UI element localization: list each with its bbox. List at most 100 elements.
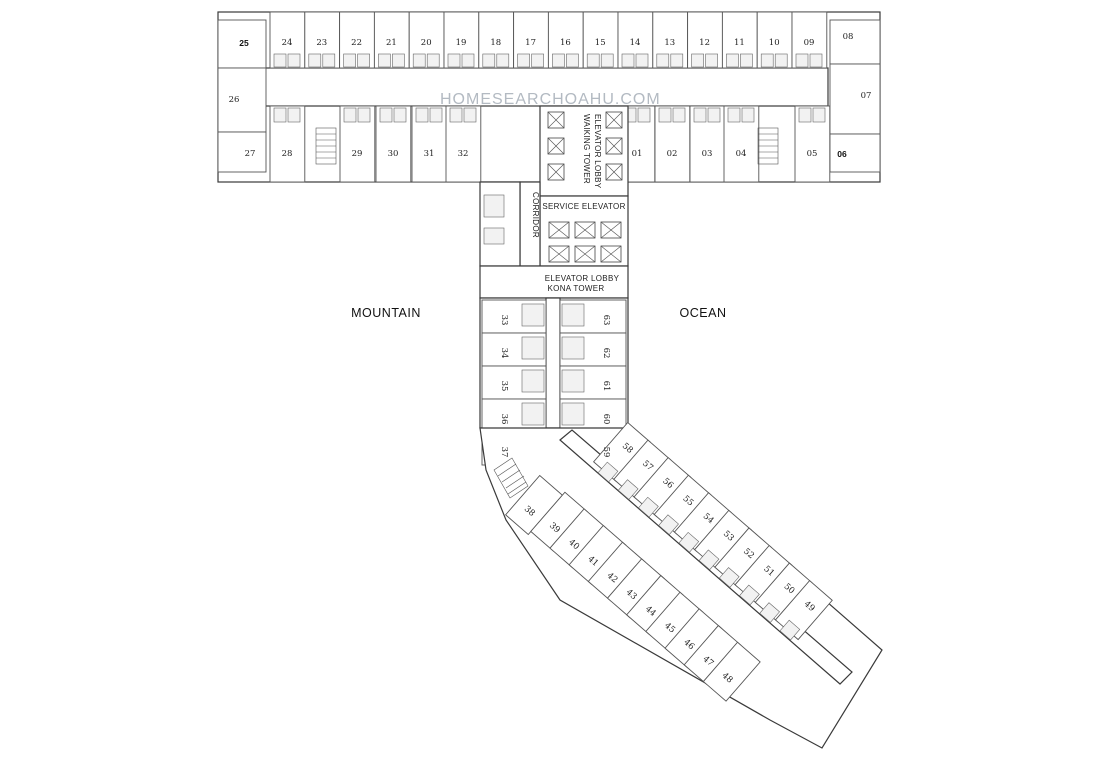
- bath: [617, 479, 639, 500]
- closet: [287, 53, 301, 68]
- unit-26: [217, 67, 267, 133]
- unit-label-21: 21: [386, 38, 397, 48]
- bath: [561, 369, 585, 393]
- bath: [308, 53, 322, 68]
- unit-48: [702, 641, 761, 702]
- closet: [463, 107, 477, 123]
- closet: [566, 53, 579, 68]
- bath: [718, 567, 740, 588]
- closet: [393, 107, 407, 123]
- unit-label-26: 26: [229, 95, 240, 105]
- unit-label-35: 35: [499, 381, 509, 392]
- unit-label-24: 24: [282, 38, 293, 48]
- closet: [357, 107, 371, 123]
- elevator-lobby-kona: [479, 265, 629, 299]
- top-tower: [217, 11, 881, 183]
- waikiki-lobby-label-2: WAIKING TOWER: [582, 114, 591, 184]
- unit-label-17: 17: [525, 38, 536, 48]
- unit-label-19: 19: [456, 38, 467, 48]
- bath: [693, 107, 707, 123]
- unit-27: [217, 131, 267, 173]
- closet: [774, 53, 788, 68]
- top-corridor: [261, 67, 829, 107]
- watermark-text: HOMESEARCHOAHU.COM: [440, 91, 661, 108]
- unit-label-09: 09: [804, 38, 815, 48]
- bath: [658, 107, 672, 123]
- bath: [798, 107, 812, 123]
- bath: [586, 53, 600, 68]
- bath: [759, 602, 780, 623]
- bath: [521, 369, 545, 393]
- bath: [521, 402, 545, 426]
- unit-label-33: 33: [499, 315, 509, 326]
- unit-label-36: 36: [499, 414, 509, 425]
- unit-label-32: 32: [458, 149, 469, 159]
- elevator-cabs-waikiki: [547, 111, 623, 181]
- unit-label-05: 05: [807, 149, 818, 159]
- unit-label-13: 13: [664, 38, 675, 48]
- closet: [426, 53, 440, 68]
- bath: [378, 53, 391, 68]
- closet: [357, 53, 370, 68]
- unit-label-20: 20: [421, 38, 432, 48]
- unit-label-59: 59: [601, 447, 611, 458]
- service-rooms: [479, 181, 521, 267]
- bath: [726, 53, 739, 68]
- bath: [739, 584, 760, 606]
- kona-lobby-label-1: ELEVATOR LOBBY: [545, 274, 620, 283]
- bath: [691, 53, 704, 68]
- closet: [461, 53, 475, 68]
- bath: [447, 53, 461, 68]
- closet: [812, 107, 826, 123]
- unit-label-16: 16: [560, 38, 571, 48]
- unit-25: [217, 19, 267, 69]
- unit-08: [829, 19, 881, 65]
- unit-label-31: 31: [424, 149, 435, 159]
- stem-corridor: [545, 297, 561, 429]
- core: [479, 105, 629, 299]
- closet: [707, 107, 721, 123]
- bath: [678, 531, 700, 553]
- kona-lobby-label-2: KONA TOWER: [548, 284, 605, 293]
- ocean-label: OCEAN: [680, 306, 727, 320]
- bath: [698, 549, 720, 571]
- unit-07: [829, 63, 881, 135]
- bath: [521, 303, 545, 327]
- unit-label-11: 11: [734, 38, 745, 48]
- bath: [638, 496, 659, 518]
- bath: [343, 107, 357, 123]
- unit-label-29: 29: [352, 149, 363, 159]
- bath: [658, 514, 679, 535]
- unit-label-06: 06: [837, 149, 847, 159]
- kona-wing: [479, 421, 883, 749]
- bath: [760, 53, 774, 68]
- closet: [531, 53, 544, 68]
- corridor-label: CORRIDOR: [531, 192, 540, 238]
- unit-label-61: 61: [601, 381, 611, 392]
- bath: [656, 53, 670, 68]
- unit-label-23: 23: [316, 38, 327, 48]
- unit-label-22: 22: [351, 38, 362, 48]
- service-elevator-cabs: [548, 221, 622, 263]
- closet: [705, 53, 718, 68]
- service-elevator-label: SERVICE ELEVATOR: [542, 202, 625, 211]
- closet: [635, 53, 649, 68]
- bath: [779, 619, 801, 641]
- bath: [273, 107, 287, 123]
- bath: [412, 53, 426, 68]
- unit-label-08: 08: [843, 32, 854, 42]
- closet: [740, 53, 753, 68]
- unit-label-03: 03: [702, 149, 713, 159]
- unit-label-10: 10: [769, 38, 780, 48]
- unit-label-15: 15: [595, 38, 606, 48]
- closet: [637, 107, 651, 123]
- stair-wing: [493, 457, 529, 499]
- stair-right: [757, 127, 779, 165]
- bath: [727, 107, 741, 123]
- unit-label-62: 62: [601, 348, 611, 359]
- unit-label-07: 07: [861, 91, 872, 101]
- unit-label-12: 12: [699, 38, 710, 48]
- unit-label-27: 27: [245, 149, 256, 159]
- unit-label-02: 02: [667, 149, 678, 159]
- closet: [496, 53, 510, 68]
